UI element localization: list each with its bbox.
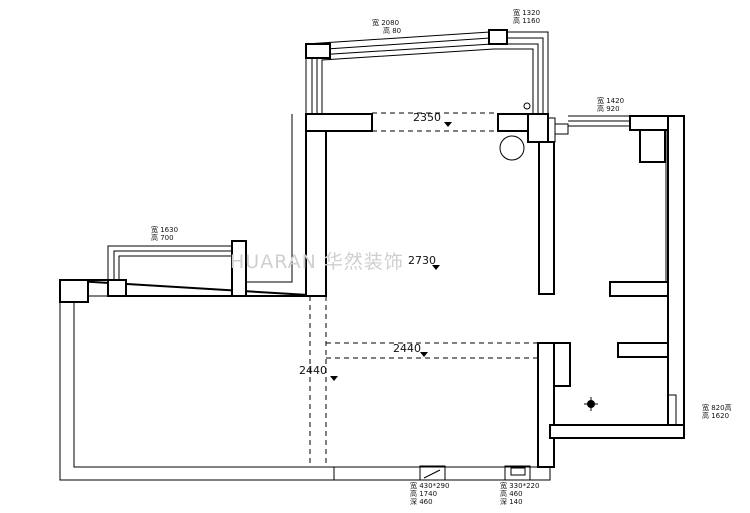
level-marker-icon xyxy=(330,376,338,381)
window-note: 高 920 xyxy=(597,104,620,113)
watermark: HUARAN 华然装饰 xyxy=(230,251,404,273)
window-note: 宽 1320 xyxy=(513,8,540,17)
window-note: 宽 1630 xyxy=(151,225,178,234)
level-marker-icon xyxy=(420,352,428,357)
window-note: 宽 1420 xyxy=(597,96,624,105)
level-marker-icon xyxy=(432,265,440,270)
level-marker-icon xyxy=(444,122,452,127)
ceiling-height-lower-beam: 2440 xyxy=(393,342,421,355)
window-note: 深 460 xyxy=(410,497,433,506)
ceiling-light-icon xyxy=(584,397,598,411)
small-round-fixture xyxy=(523,102,531,110)
ceiling-height-main-hall: 2730 xyxy=(408,254,436,267)
window-note: 高 460 xyxy=(500,489,523,498)
window-note: 高 1620 xyxy=(702,411,729,420)
window-note: 高 1160 xyxy=(513,16,540,25)
wall-lines xyxy=(59,29,685,481)
beam-lines xyxy=(309,112,538,467)
round-fixture xyxy=(499,135,525,161)
ceiling-height-left-beam: 2440 xyxy=(299,364,327,377)
window-note: 宽 2080 xyxy=(372,18,399,27)
window-note: 宽 430*290 xyxy=(410,481,449,490)
window-note: 高 80 xyxy=(383,26,401,35)
window-note: 高 1740 xyxy=(410,489,437,498)
window-note: 宽 820高 xyxy=(702,403,732,412)
ceiling-height-top-room: 2350 xyxy=(413,111,441,124)
window-note: 深 140 xyxy=(500,497,523,506)
window-note: 宽 330*220 xyxy=(500,481,539,490)
window-note: 高 700 xyxy=(151,233,174,242)
